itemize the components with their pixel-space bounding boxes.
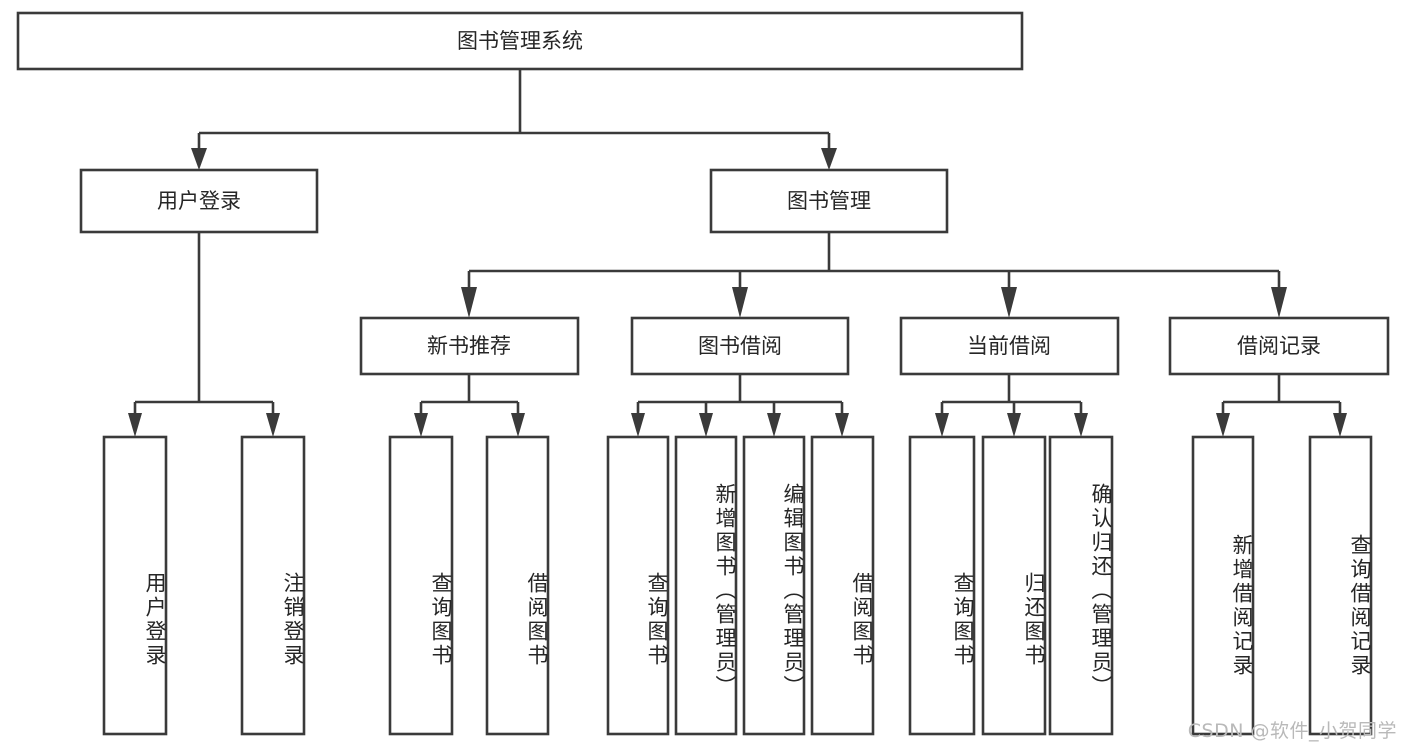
leaf-boxes <box>102 435 1373 736</box>
node-current-borrow[interactable]: 当前借阅 <box>899 316 1120 376</box>
arrow-head-leaf-4 <box>511 413 525 437</box>
leaf-box-borrow-book-2[interactable] <box>810 435 875 736</box>
connectors-current-borrow-to-leaves <box>935 374 1088 437</box>
node-new-book-recommend-label: 新书推荐 <box>427 334 511 358</box>
arrow-head-new-book <box>461 287 477 318</box>
connectors-new-book-to-leaves <box>414 374 525 437</box>
node-book-manage-box[interactable] <box>709 168 949 234</box>
node-root-box[interactable] <box>16 11 1024 71</box>
leaf-box-query-book-3[interactable] <box>908 435 976 736</box>
arrow-head-leaf-11 <box>1074 413 1088 437</box>
arrow-head-leaf-10 <box>1007 413 1021 437</box>
arrow-head-user-login <box>191 148 207 170</box>
connectors-book-manage-to-level3 <box>461 232 1287 318</box>
node-root-label: 图书管理系统 <box>457 29 583 53</box>
node-new-book-recommend[interactable]: 新书推荐 <box>359 316 580 376</box>
connectors-borrow-book-to-leaves <box>631 374 849 437</box>
connectors-root-to-level2 <box>191 69 837 170</box>
connectors-user-login-to-leaves <box>128 232 280 437</box>
leaf-box-logout-login[interactable] <box>240 435 306 736</box>
leaf-box-add-record[interactable] <box>1191 435 1255 736</box>
node-borrow-record-box[interactable] <box>1168 316 1390 376</box>
node-book-borrow-box[interactable] <box>630 316 850 376</box>
arrow-head-book-manage <box>821 148 837 170</box>
arrow-head-leaf-7 <box>767 413 781 437</box>
leaf-box-add-book-admin[interactable] <box>674 435 738 736</box>
leaf-box-query-book-1[interactable] <box>388 435 454 736</box>
arrow-head-leaf-13 <box>1333 413 1347 437</box>
arrow-head-leaf-1 <box>128 413 142 437</box>
arrow-head-borrow-record <box>1271 287 1287 318</box>
node-borrow-record[interactable]: 借阅记录 <box>1168 316 1390 376</box>
arrow-head-borrow-book <box>732 287 748 318</box>
arrow-head-leaf-9 <box>935 413 949 437</box>
node-user-login-label: 用户登录 <box>157 189 241 213</box>
leaf-box-borrow-book-1[interactable] <box>485 435 550 736</box>
arrow-head-leaf-3 <box>414 413 428 437</box>
arrow-head-leaf-6 <box>699 413 713 437</box>
node-book-manage[interactable]: 图书管理 <box>709 168 949 234</box>
node-user-login[interactable]: 用户登录 <box>79 168 319 234</box>
node-book-manage-label: 图书管理 <box>787 189 871 213</box>
node-current-borrow-box[interactable] <box>899 316 1120 376</box>
node-new-book-recommend-box[interactable] <box>359 316 580 376</box>
leaf-box-return-book[interactable] <box>981 435 1047 736</box>
node-book-borrow-label: 图书借阅 <box>698 334 782 358</box>
node-user-login-box[interactable] <box>79 168 319 234</box>
arrow-head-leaf-2 <box>266 413 280 437</box>
leaf-box-confirm-return[interactable] <box>1048 435 1114 736</box>
node-root[interactable]: 图书管理系统 <box>16 11 1024 71</box>
arrow-head-current-borrow <box>1001 287 1017 318</box>
node-current-borrow-label: 当前借阅 <box>967 334 1051 358</box>
node-book-borrow[interactable]: 图书借阅 <box>630 316 850 376</box>
arrow-head-leaf-12 <box>1216 413 1230 437</box>
arrow-head-leaf-8 <box>835 413 849 437</box>
leaf-box-user-login[interactable] <box>102 435 168 736</box>
leaf-box-edit-book-admin[interactable] <box>742 435 806 736</box>
leaf-box-query-record[interactable] <box>1308 435 1373 736</box>
leaf-box-query-book-2[interactable] <box>606 435 670 736</box>
node-borrow-record-label: 借阅记录 <box>1237 334 1321 358</box>
csdn-watermark: CSDN @软件_小贺同学 <box>1187 720 1397 742</box>
connectors-borrow-record-to-leaves <box>1216 374 1347 437</box>
arrow-head-leaf-5 <box>631 413 645 437</box>
